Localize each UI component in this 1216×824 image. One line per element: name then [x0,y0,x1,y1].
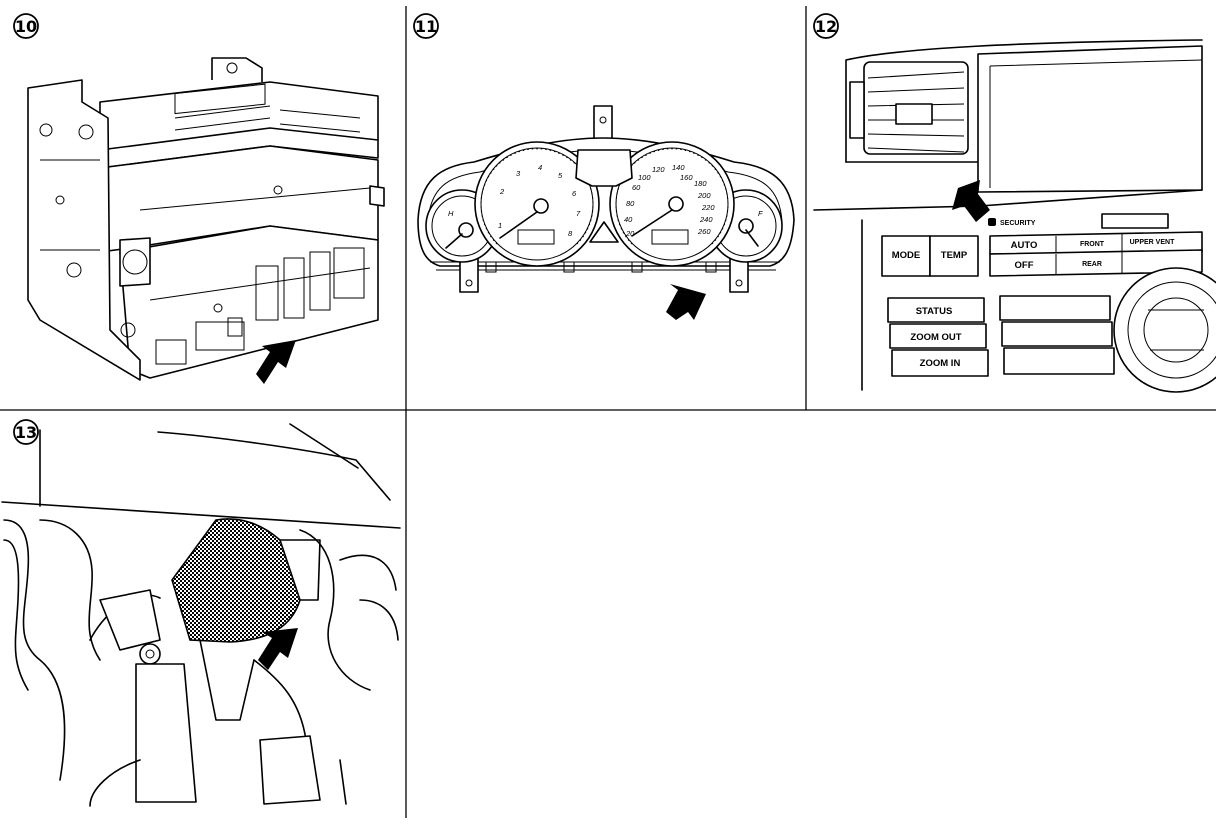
speed-number: 60 [632,183,641,192]
dashboard-center-drawing: MODE TEMP SECURITY AUTO FRONT UPPER VENT… [813,39,1216,393]
tach-number: 7 [576,209,581,218]
rear-button-label: REAR [1082,261,1102,268]
panel-13: 13 [1,419,401,807]
speed-number: 220 [701,203,715,212]
step-number-13: 13 [15,423,37,442]
front-button-label: FRONT [1080,241,1105,248]
panel-10: 10 [13,13,385,384]
temp-button-label: TEMP [941,250,968,261]
pointer-arrow-12 [952,180,990,222]
speed-number: 40 [624,215,633,224]
tach-number: 3 [516,169,521,178]
speed-number: 140 [672,163,685,172]
speed-number: 120 [652,165,665,174]
off-button-label: OFF [1015,260,1034,271]
zoom-in-button-label: ZOOM IN [920,358,961,369]
security-label: SECURITY [1000,220,1036,227]
speed-number: 260 [697,227,711,236]
panel-11: 11 H [413,13,795,320]
pointer-arrow-11 [666,284,706,320]
security-indicator-icon [988,218,996,226]
step-number-10: 10 [15,17,37,36]
upper-vent-button-label: UPPER VENT [1130,239,1175,246]
status-button-label: STATUS [916,306,953,317]
speed-number: 100 [638,173,651,182]
tach-number: 2 [499,187,505,196]
step-number-12: 12 [815,17,837,36]
tach-number: 4 [538,163,542,172]
tach-number: 6 [572,189,577,198]
under-dash-drawing [1,423,401,807]
pointer-arrow-10 [256,340,296,384]
step-badge-11: 11 [413,13,439,39]
tach-number: 5 [558,171,563,180]
tachometer-numbers: 1 2 3 4 5 6 7 8 [498,163,581,238]
svg-text:F: F [758,209,763,218]
step-badge-10: 10 [13,13,39,39]
speed-number: 200 [697,191,711,200]
audio-unit-drawing [27,57,385,381]
svg-text:H: H [448,209,454,218]
step-number-11: 11 [415,17,437,36]
speed-number: 240 [699,215,713,224]
combination-meter-drawing: H F 1 2 3 4 5 6 7 8 [417,105,795,293]
speed-number: 80 [626,199,635,208]
tach-number: 1 [498,221,502,230]
zoom-out-button-label: ZOOM OUT [910,332,961,343]
speedometer-numbers: 20 40 60 80 100 120 140 160 180 200 220 … [624,163,715,238]
tach-number: 8 [568,229,573,238]
step-badge-13: 13 [13,419,39,445]
panel-dividers [0,6,1216,818]
panel-12: 12 MODE TEMP SECURITY [813,13,1216,393]
speed-number: 20 [625,229,635,238]
speed-number: 180 [694,179,707,188]
auto-button-label: AUTO [1011,240,1038,251]
step-badge-12: 12 [813,13,839,39]
mode-button-label: MODE [892,250,921,261]
speed-number: 160 [680,173,693,182]
pointer-arrow-13 [258,628,298,670]
